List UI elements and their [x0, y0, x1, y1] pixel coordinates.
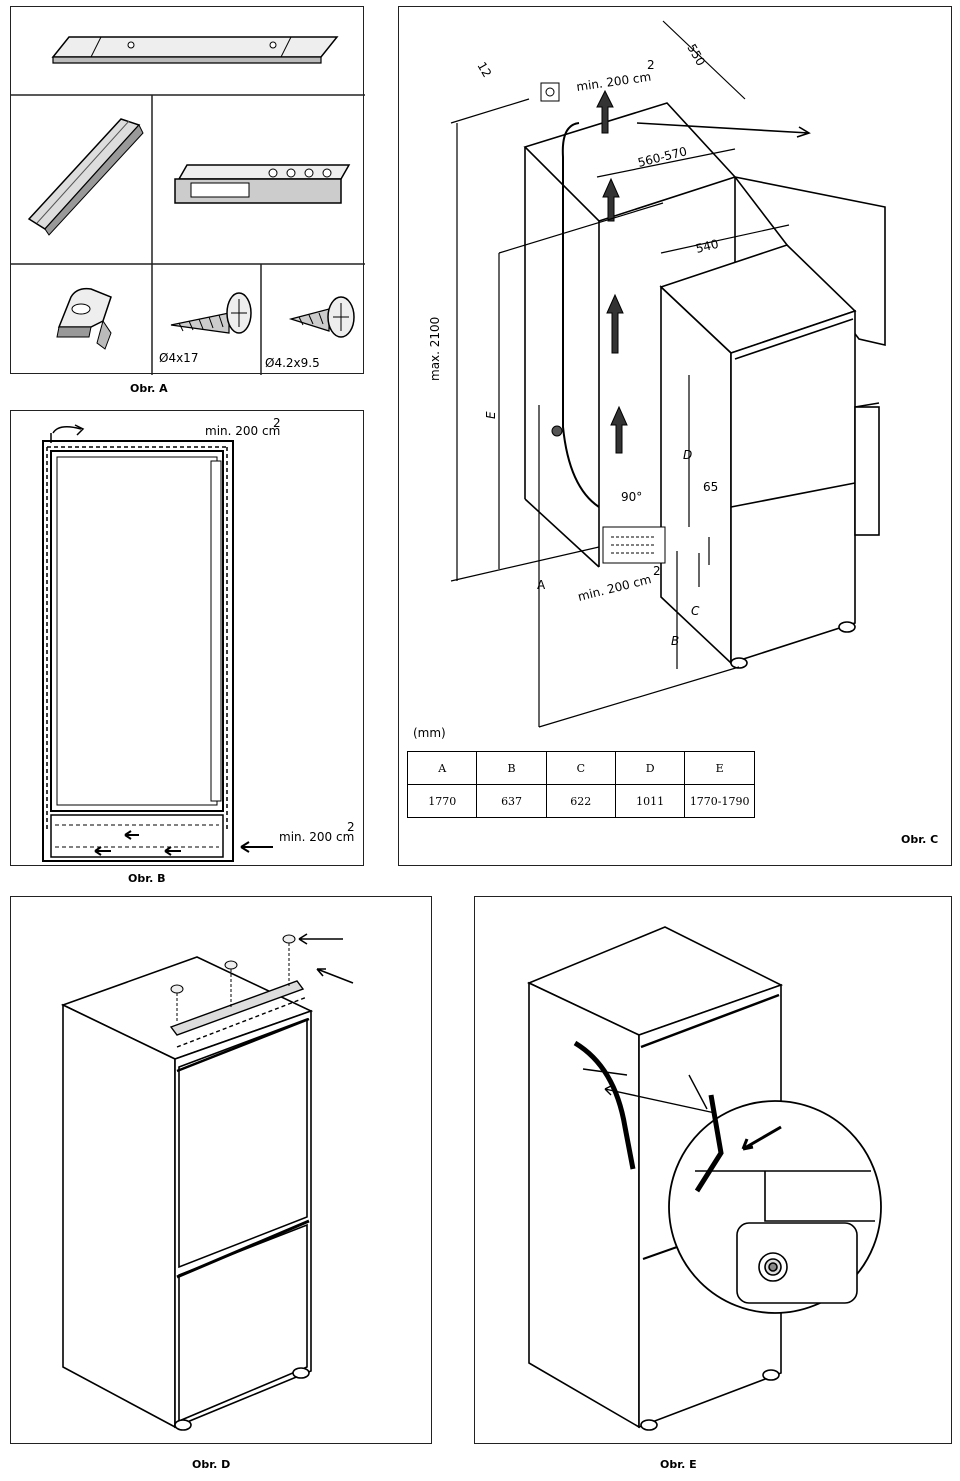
figure-b-drawing: min. 200 cm 2 min. 200 cm 2 — [42, 416, 355, 862]
table-header-a: A — [406, 751, 478, 785]
figure-e-panel — [474, 896, 952, 1444]
table-value-b: 637 — [476, 784, 547, 818]
table-header-e: E — [684, 751, 755, 785]
figure-c-drawing: max. 2100 E A B C D 65 90° 12 550 560-57… — [413, 20, 886, 740]
figure-e-caption: Obr. E — [660, 1458, 697, 1471]
table-header-d: D — [614, 751, 686, 785]
dim-65: 65 — [703, 480, 718, 494]
figure-a-caption: Obr. A — [130, 382, 168, 395]
table-header-b: B — [476, 751, 547, 785]
figure-c-panel: max. 2100 E A B C D 65 90° 12 550 560-57… — [398, 6, 952, 866]
fridge-appliance — [659, 244, 880, 669]
figure-d-caption: Obr. D — [192, 1458, 231, 1471]
dim-max-2100: max. 2100 — [428, 317, 442, 381]
clip-part — [56, 287, 112, 350]
figure-a-drawing: Ø4x17 Ø4.2x9.5 — [11, 36, 365, 375]
table-value-c: 622 — [545, 784, 616, 818]
insert-arrow-icon — [298, 933, 343, 945]
long-rail-part — [51, 36, 339, 64]
dim-550: 550 — [684, 42, 708, 69]
dim-letter-c: C — [691, 604, 700, 618]
dim-angle-90: 90° — [621, 490, 642, 504]
vent-top-superscript: 2 — [273, 416, 281, 430]
dim-letter-e: E — [484, 411, 498, 419]
dim-540: 540 — [694, 237, 720, 256]
screw-icon — [170, 934, 296, 1021]
press-arrow-icon — [741, 1125, 782, 1151]
dimension-table: A B C D E 1770 637 622 1011 1770-1790 — [406, 751, 755, 818]
screw-4-2x9-5-part — [288, 296, 355, 338]
dim-letter-b: B — [671, 634, 679, 648]
figure-b-caption: Obr. B — [128, 872, 166, 885]
screw-4x17-label: Ø4x17 — [159, 351, 198, 365]
figure-a-panel: Ø4x17 Ø4.2x9.5 — [10, 6, 365, 375]
cover-strip-part — [573, 1040, 636, 1170]
vent-bottom-label: min. 200 cm — [576, 572, 652, 604]
figure-d-panel — [10, 896, 432, 1444]
dim-letter-a: A — [537, 578, 546, 592]
vent-bottom-superscript: 2 — [653, 564, 661, 578]
door-profile-part — [27, 118, 144, 236]
table-header-c: C — [545, 751, 616, 785]
dimension-lines — [450, 20, 790, 728]
dim-12: 12 — [474, 60, 494, 80]
vent-top-label: min. 200 cm — [575, 70, 651, 94]
airflow-arrows — [596, 89, 628, 454]
top-mounting-rail — [169, 980, 308, 1048]
figure-d-drawing — [60, 933, 354, 1431]
figure-e-drawing — [527, 926, 882, 1431]
vent-bottom-superscript: 2 — [347, 820, 355, 834]
vent-grille-icon — [540, 82, 560, 102]
table-value-d: 1011 — [614, 784, 686, 818]
unit-label: (mm) — [413, 726, 446, 740]
figure-b-panel: min. 200 cm 2 min. 200 cm 2 — [10, 410, 364, 866]
vent-top-label: min. 200 cm — [205, 424, 280, 438]
table-value-e: 1770-1790 — [684, 784, 755, 818]
figure-c-caption: Obr. C — [901, 833, 939, 846]
vent-bottom-label: min. 200 cm — [279, 830, 354, 844]
screw-4x17-part — [170, 292, 252, 334]
table-value-a: 1770 — [406, 784, 478, 818]
dim-letter-d: D — [683, 448, 692, 462]
slotted-bracket-part — [174, 164, 351, 204]
vent-top-superscript: 2 — [647, 58, 655, 72]
dim-560-570: 560-570 — [636, 144, 688, 170]
fridge-body — [60, 956, 314, 1431]
screw-4-2x9-5-label: Ø4.2x9.5 — [265, 356, 320, 370]
